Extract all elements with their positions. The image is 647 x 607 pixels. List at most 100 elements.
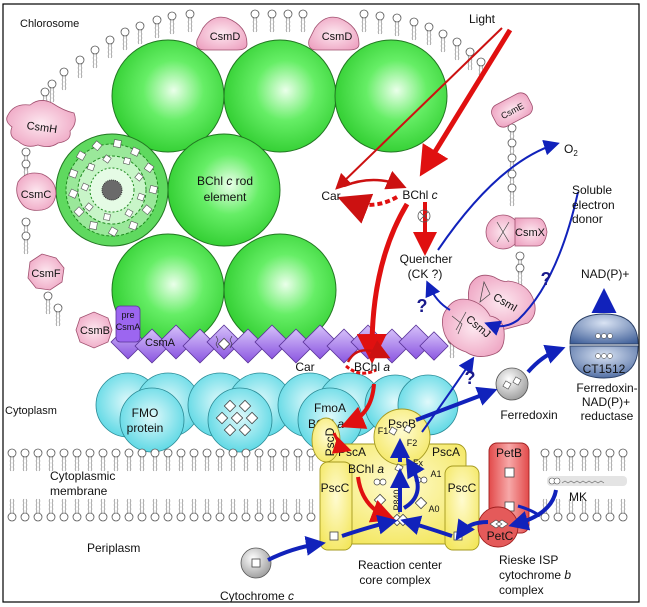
pscC-left-to-p840-arrow <box>341 514 398 538</box>
csmD-protein: CsmD <box>308 16 360 51</box>
fmo-label-1: FMO <box>132 406 159 420</box>
csmB-protein: CsmB <box>75 311 113 349</box>
rieske-cytochrome-b-complex: PetB PetC MK Rieske ISP cytochrome b com… <box>477 442 627 597</box>
csmX-label: CsmX <box>515 227 546 239</box>
cytochrome-c-label: Cytochrome c <box>220 589 294 603</box>
cytb-caption-1: Rieske ISP <box>499 553 558 567</box>
a0-label: A0 <box>428 504 439 514</box>
ferredoxin: Ferredoxin <box>495 367 558 422</box>
pre-csmA <box>115 305 141 343</box>
pscA-right-label: PscA <box>432 445 460 459</box>
ferredoxin-label: Ferredoxin <box>500 408 557 422</box>
fmo-proteins: FMO protein FmoA BChl a <box>95 372 459 453</box>
heme-icon <box>504 467 515 478</box>
rod-element-label-2: element <box>204 190 247 204</box>
bchl-c-label: BChl c <box>402 188 437 202</box>
csmD-label: CsmD <box>322 31 353 43</box>
rod-cross-section <box>55 133 169 247</box>
csmD-protein: CsmD <box>196 16 248 51</box>
periplasm-label: Periplasm <box>87 541 140 555</box>
csmX-protein: CsmX <box>485 214 548 250</box>
a1-label: A1 <box>430 469 441 479</box>
quencher-label-2: (CK ?) <box>408 267 443 281</box>
f1-label: F1 <box>378 426 389 436</box>
quencher-label-1: Quencher <box>400 252 453 266</box>
question-mark-1: ? <box>417 296 428 316</box>
bchl-c-to-car-dashed-arrow <box>337 193 399 224</box>
ferredoxin-nadp-reductase: CT1512 Ferredoxin- NAD(P)+ reductase <box>569 313 639 423</box>
csmE-protein: CsmE <box>491 92 533 128</box>
question-mark-3: ? <box>465 368 476 388</box>
pscD-label: PscD <box>323 427 337 456</box>
f2-label: F2 <box>407 438 418 448</box>
rc-bchl-a-label: BChl a <box>348 462 384 476</box>
light-label: Light <box>469 12 496 26</box>
petC-to-pscC-arrow <box>455 518 489 541</box>
heme-icon <box>329 531 339 541</box>
cytochrome-c: Cytochrome c <box>220 547 294 603</box>
pscC-left <box>319 461 353 551</box>
bchl-a-to-fmo-arrow <box>340 383 376 429</box>
csmC-protein: CsmC <box>16 172 57 211</box>
soluble-donor-arrow <box>484 191 579 336</box>
question-mark-2: ? <box>541 269 552 289</box>
bchl-c-to-bchl-a-arrow <box>356 202 410 364</box>
csmA-label: CsmA <box>145 337 176 349</box>
light-to-car-arrow <box>335 27 503 190</box>
pre-csmA-label-2: CsmA <box>116 322 141 332</box>
csmB-label: CsmB <box>80 325 110 337</box>
electron-transfer-arrows <box>267 139 617 562</box>
csmC-label: CsmC <box>21 189 52 201</box>
nadp-label: NAD(P)+ <box>581 267 629 281</box>
rod-element <box>334 39 448 153</box>
membrane-label-1: Cytoplasmic <box>50 469 115 483</box>
cytc-to-pscC-arrow <box>267 535 326 562</box>
pre-csmA-label-1: pre <box>121 310 134 320</box>
pscB <box>373 408 431 466</box>
csmJ-to-quencher-arrow <box>425 280 451 311</box>
ct1512-label: CT1512 <box>583 362 626 376</box>
car-label: Car <box>321 189 340 203</box>
soluble-donor-label-1: Soluble <box>572 183 612 197</box>
p840-label: P840 <box>392 489 402 510</box>
csmH-label: CsmH <box>26 120 58 136</box>
petC-label: PetC <box>487 529 514 543</box>
pscB-to-csmJ-arrow <box>421 356 475 433</box>
ferredoxin-to-fnr-arrow <box>526 344 566 374</box>
csmH-protein: CsmH <box>6 100 76 147</box>
soluble-donor-label-3: donor <box>572 212 603 226</box>
baseplate-car-label: Car <box>295 360 314 374</box>
fnr-label-3: reductase <box>581 409 634 423</box>
csmD-label: CsmD <box>210 31 241 43</box>
csm-proteins: CsmD CsmD CsmE CsmH CsmC CsmF CsmB <box>6 16 548 357</box>
menaquinone <box>547 476 627 486</box>
o2-label: O2 <box>564 142 578 158</box>
rod-element <box>111 39 225 153</box>
pscB-to-ferredoxin-arrow <box>415 386 498 422</box>
chlorosome-label: Chlorosome <box>20 18 79 30</box>
pscC-left-label: PscC <box>321 481 350 495</box>
membrane-label-2: membrane <box>50 484 108 498</box>
petB-label: PetB <box>496 446 522 460</box>
fx-label: Fx <box>413 458 423 468</box>
rc-caption-1: Reaction center <box>358 558 442 572</box>
cytb-caption-2: cytochrome b <box>499 568 571 582</box>
soluble-donor-label-2: electron <box>572 198 615 212</box>
fmoA-label: FmoA <box>314 401 346 415</box>
a0-to-a1-arrow <box>402 457 425 510</box>
csmF-protein: CsmF <box>27 253 65 291</box>
csmF-label: CsmF <box>31 268 61 280</box>
light-to-bchl-c-arrow <box>419 28 513 177</box>
cytoplasm-label: Cytoplasm <box>5 405 57 417</box>
cytb-caption-3: complex <box>499 583 544 597</box>
csmA-pigment-icon <box>215 335 233 351</box>
energy-transfer-arrows <box>331 27 513 523</box>
rc-caption-2: core complex <box>359 573 430 587</box>
pscC-right-to-p840-arrow <box>400 515 453 538</box>
baseplate-bchl-a-label: BChl a <box>354 360 390 374</box>
car-to-bchl-c-arrow <box>343 170 407 190</box>
fmo-to-rc-arrow <box>331 432 352 454</box>
fmo-label-2: protein <box>127 421 164 435</box>
mk-to-petC-arrow <box>508 489 558 531</box>
